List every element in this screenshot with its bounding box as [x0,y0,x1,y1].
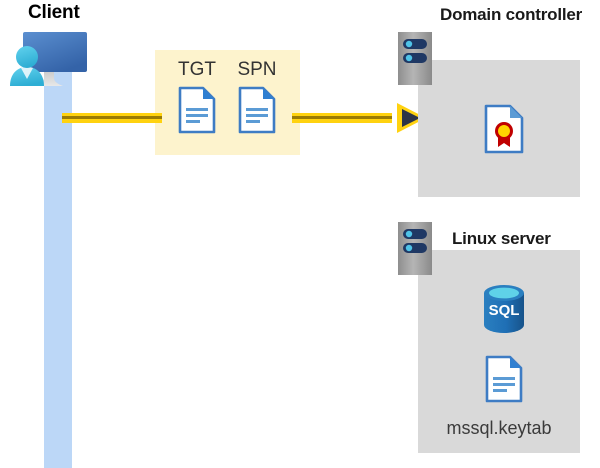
token-label-tgt: TGT [178,59,216,80]
svg-text:SQL: SQL [489,302,520,319]
token-box: TGT SPN [155,50,300,155]
document-icon [485,355,523,403]
token-label-spn: SPN [237,59,277,80]
sql-database-icon: SQL [480,283,528,335]
keytab-filename-label: mssql.keytab [446,418,552,438]
server-icon [398,222,432,275]
server-icon [398,32,432,85]
client-label: Client [28,2,80,23]
document-icon [178,86,216,134]
flow-arrow-head-icon [396,102,428,134]
certificate-document-icon [484,104,524,154]
flow-arrow-shaft-right [292,113,392,123]
user-with-monitor-icon [6,28,92,90]
token-item-spn: SPN [229,58,285,134]
document-icon [238,86,276,134]
client-lifeline [44,62,72,468]
token-item-tgt: TGT [169,58,225,134]
linux-server-box [418,250,580,453]
flow-arrow-shaft-left [62,113,162,123]
domain-controller-title: Domain controller [440,5,583,24]
linux-server-title: Linux server [452,229,551,248]
